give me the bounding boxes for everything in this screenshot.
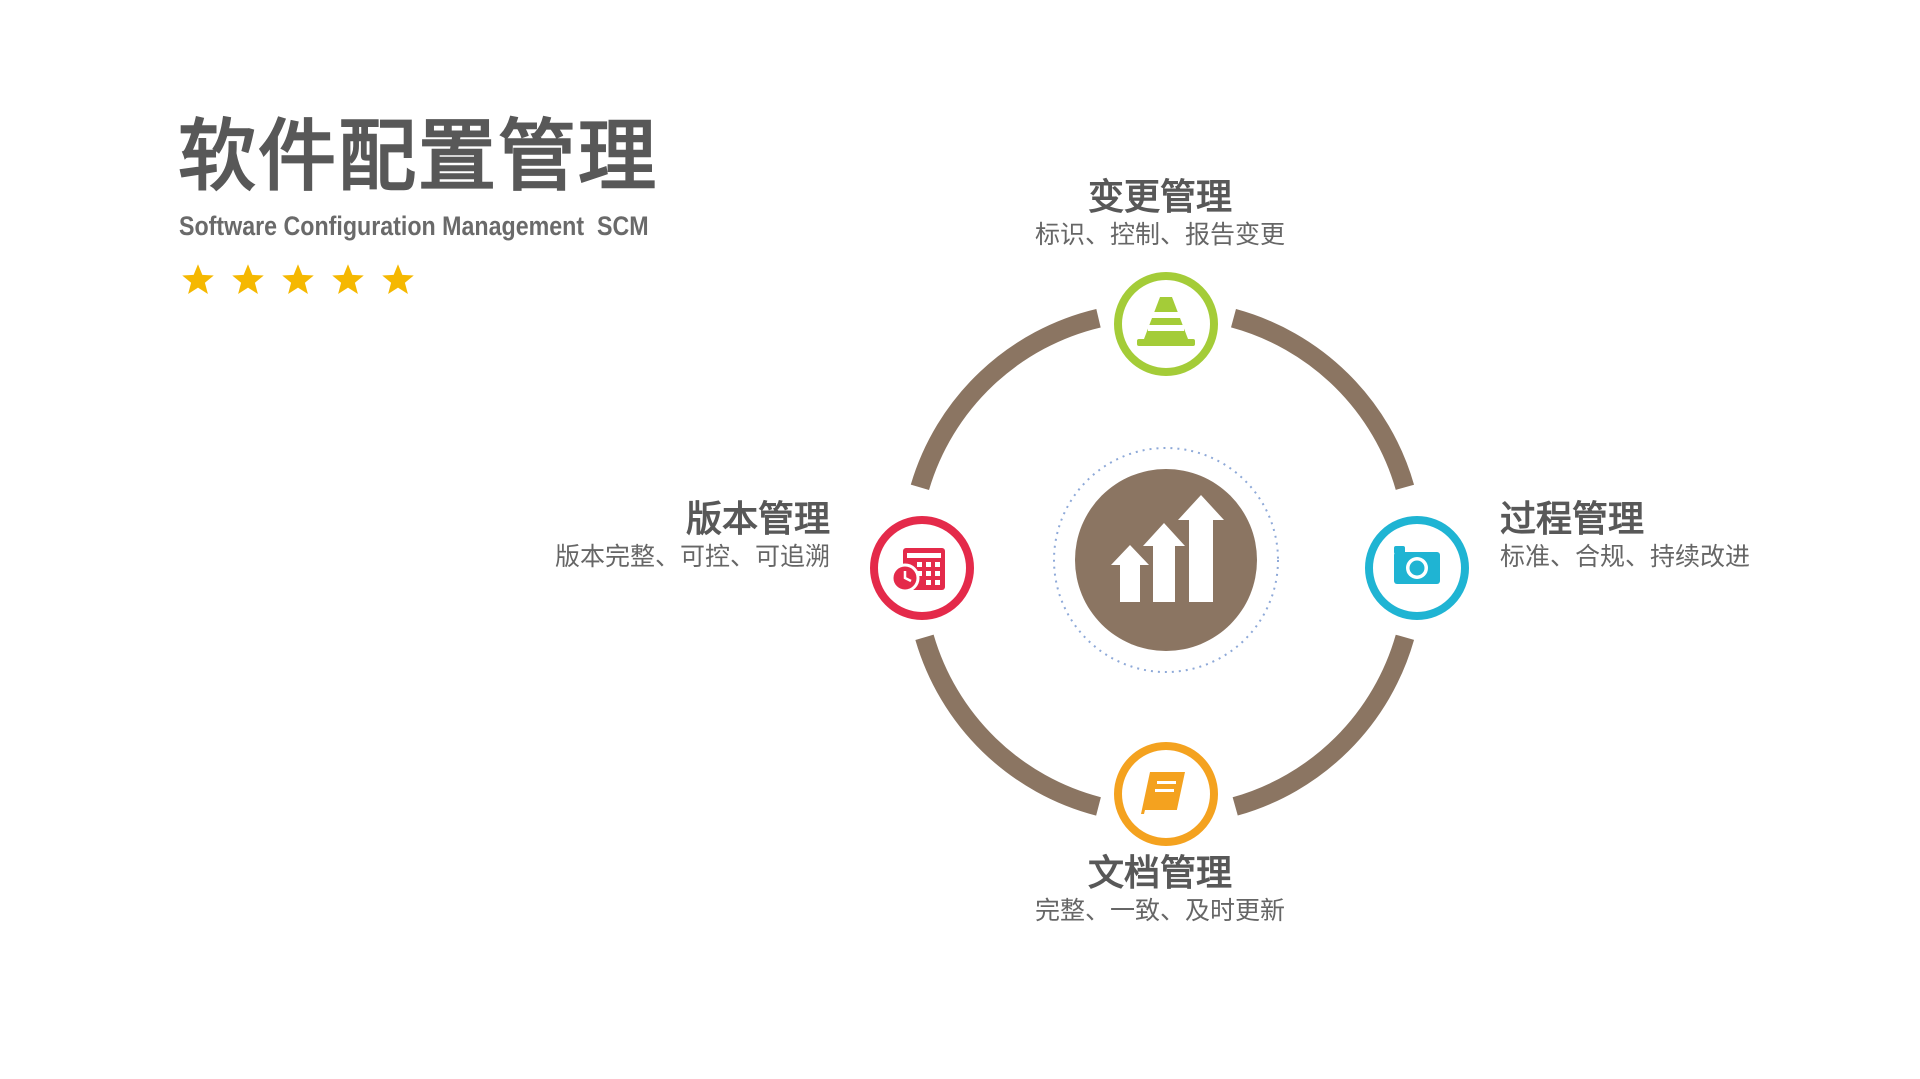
center-dotted-ring [1053, 447, 1279, 673]
star-icon [182, 264, 214, 294]
node-desc-change-management: 标识、控制、报告变更 [1034, 220, 1285, 250]
star-icon [232, 264, 264, 294]
node-label-top: 变更管理 标识、控制、报告变更 [1008, 176, 1312, 252]
node-change-management [1114, 272, 1218, 376]
camera-icon [1394, 546, 1440, 584]
node-version-management [870, 516, 974, 620]
ring-arc-top-left [910, 308, 1101, 490]
rising-arrows-icon [1111, 495, 1224, 602]
traffic-cone-icon [1137, 297, 1195, 346]
page-subtitle: Software Configuration Management SCM [179, 211, 649, 241]
node-title-change-management: 变更管理 [1087, 177, 1232, 218]
page-title: 软件配置管理 [178, 112, 659, 202]
node-desc-process-management: 标准、合规、持续改进 [1500, 542, 1751, 572]
star-icon [332, 264, 364, 294]
node-document-management [1114, 742, 1218, 846]
book-icon [1141, 772, 1185, 818]
node-label-left: 版本管理 版本完整、可控、可追溯 [420, 498, 830, 574]
node-process-management [1365, 516, 1469, 620]
node-title-process-management: 过程管理 [1500, 499, 1645, 540]
star-rating [180, 262, 416, 298]
cycle-ring [910, 308, 1415, 816]
node-title-document-management: 文档管理 [1087, 853, 1232, 894]
ring-arc-top-right [1231, 309, 1415, 490]
node-desc-version-management: 版本完整、可控、可追溯 [554, 542, 830, 572]
node-label-bottom: 文档管理 完整、一致、及时更新 [1008, 852, 1312, 928]
calendar-clock-icon [890, 548, 945, 593]
star-icon [282, 264, 314, 294]
ring-arc-bottom-right [1232, 634, 1415, 816]
ring-arc-bottom-left [915, 634, 1101, 816]
star-icon [382, 264, 414, 294]
node-label-right: 过程管理 标准、合规、持续改进 [1500, 498, 1900, 574]
node-title-version-management: 版本管理 [685, 499, 830, 540]
node-desc-document-management: 完整、一致、及时更新 [1034, 896, 1285, 926]
